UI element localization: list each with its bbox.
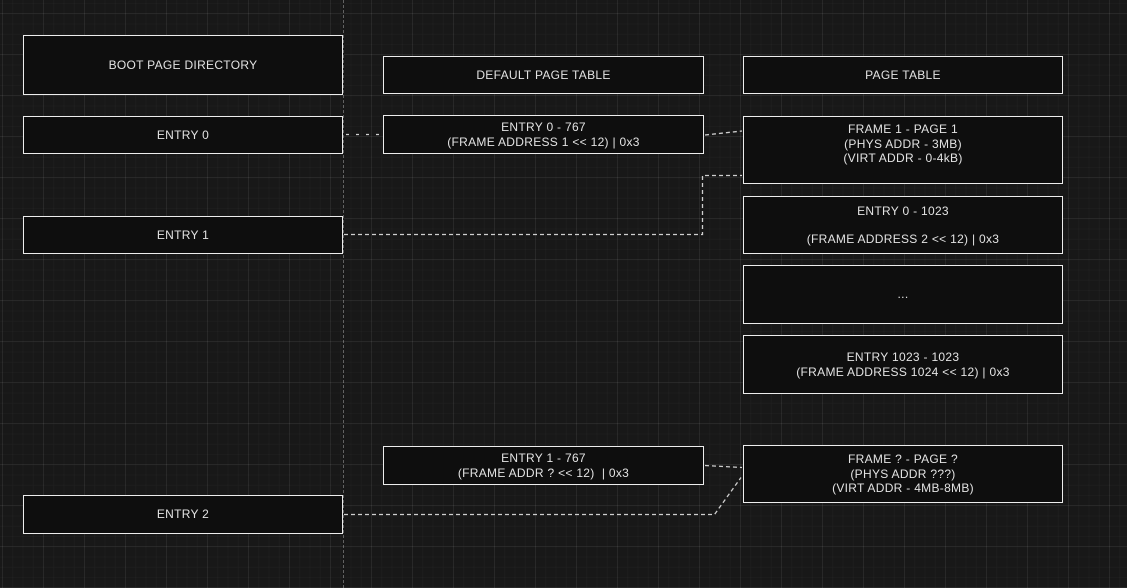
node-entry-2[interactable]: ENTRY 2 xyxy=(23,495,343,534)
node-entry-1[interactable]: ENTRY 1 xyxy=(23,216,343,254)
node-label: (FRAME ADDRESS 2 << 12) | 0x3 xyxy=(806,231,1000,246)
node-label: BOOT PAGE DIRECTORY xyxy=(108,57,258,72)
node-default-entry-1-767[interactable]: ENTRY 1 - 767 (FRAME ADDR ? << 12) | 0x3 xyxy=(383,446,704,485)
node-label: (FRAME ADDR ? << 12) | 0x3 xyxy=(457,465,630,480)
connector-default-entry0-to-frame1[interactable] xyxy=(704,130,743,136)
node-boot-page-directory-title[interactable]: BOOT PAGE DIRECTORY xyxy=(23,35,343,95)
node-label: ... xyxy=(897,287,909,302)
node-label: (VIRT ADDR - 4MB-8MB) xyxy=(832,481,974,496)
node-label: ENTRY 0 xyxy=(156,127,210,142)
node-label: ENTRY 1 - 767 xyxy=(501,451,586,465)
connector-entry1-to-frame1[interactable] xyxy=(344,174,742,236)
node-label: FRAME ? - PAGE ? xyxy=(848,452,958,467)
node-entry-0-1023[interactable]: ENTRY 0 - 1023 (FRAME ADDRESS 2 << 12) |… xyxy=(743,196,1063,254)
node-label: ENTRY 0 - 767 xyxy=(501,120,586,134)
node-label: DEFAULT PAGE TABLE xyxy=(476,67,611,82)
node-label: ENTRY 1023 - 1023 xyxy=(846,350,960,364)
node-label: ENTRY 2 xyxy=(156,507,210,522)
node-page-table-title[interactable]: PAGE TABLE xyxy=(743,56,1063,94)
node-label: PAGE TABLE xyxy=(865,67,941,82)
node-label: (FRAME ADDRESS 1024 << 12) | 0x3 xyxy=(796,364,1010,379)
node-default-entry-0-767[interactable]: ENTRY 0 - 767 (FRAME ADDRESS 1 << 12) | … xyxy=(383,115,704,154)
node-label: (PHYS ADDR - 3MB) xyxy=(844,136,962,151)
node-label: ENTRY 1 xyxy=(156,227,210,242)
node-frame-q-page-q[interactable]: FRAME ? - PAGE ? (PHYS ADDR ???) (VIRT A… xyxy=(743,445,1063,503)
node-label: (VIRT ADDR - 0-4kB) xyxy=(843,151,963,165)
node-label: ENTRY 0 - 1023 xyxy=(857,204,949,218)
node-label: (PHYS ADDR ???) xyxy=(850,466,956,481)
node-ellipsis[interactable]: ... xyxy=(743,265,1063,324)
node-label: FRAME 1 - PAGE 1 xyxy=(848,122,958,136)
node-default-page-table-title[interactable]: DEFAULT PAGE TABLE xyxy=(383,56,704,94)
connector-default-entry1-to-frame-q[interactable] xyxy=(704,464,743,469)
node-entry-0[interactable]: ENTRY 0 xyxy=(23,116,343,154)
node-frame-1-page-1[interactable]: FRAME 1 - PAGE 1 (PHYS ADDR - 3MB) (VIRT… xyxy=(743,116,1063,184)
node-label: (FRAME ADDRESS 1 << 12) | 0x3 xyxy=(447,134,640,149)
node-entry-1023-1023[interactable]: ENTRY 1023 - 1023 (FRAME ADDRESS 1024 <<… xyxy=(743,335,1063,394)
page-boundary-guide xyxy=(343,0,344,588)
